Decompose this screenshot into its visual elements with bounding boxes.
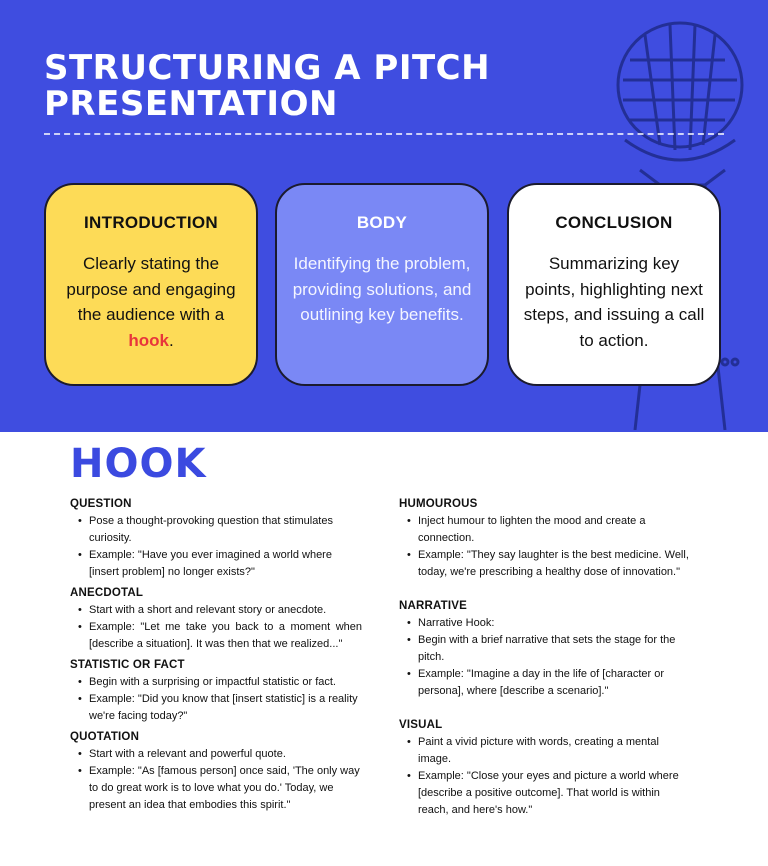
- list-item: Begin with a brief narrative that sets t…: [399, 632, 691, 666]
- list-item: Pose a thought-provoking question that s…: [70, 513, 362, 547]
- section-title: QUESTION: [70, 498, 132, 510]
- page-title-line-2: PRESENTATION: [44, 84, 338, 124]
- body-card-title: BODY: [356, 213, 408, 232]
- header-banner: STRUCTURING A PITCH PRESENTATION INTRODU…: [0, 0, 768, 432]
- section-title: NARRATIVE: [399, 600, 468, 612]
- conclusion-card-text: Summarizing key points, highlighting nex…: [523, 254, 705, 350]
- hook-column-right: HUMOUROUS Inject humour to lighten the m…: [399, 497, 691, 824]
- page-title-line-1: STRUCTURING A PITCH: [44, 48, 491, 88]
- list-item: Example: "Imagine a day in the life of […: [399, 666, 691, 700]
- introduction-card-text: Clearly stating the purpose and engaging…: [60, 251, 242, 353]
- list-item: Example: "They say laughter is the best …: [399, 547, 691, 581]
- list-item: Example: "Let me take you back to a mome…: [70, 619, 362, 653]
- list-item: Start with a short and relevant story or…: [70, 602, 362, 619]
- bullet-list: Inject humour to lighten the mood and cr…: [399, 513, 691, 581]
- section-statistic: STATISTIC OR FACT Begin with a surprisin…: [70, 658, 362, 725]
- list-item: Inject humour to lighten the mood and cr…: [399, 513, 691, 547]
- section-humourous: HUMOUROUS Inject humour to lighten the m…: [399, 497, 691, 581]
- introduction-card-title: INTRODUCTION: [84, 213, 218, 232]
- dashed-divider: [44, 133, 724, 135]
- introduction-card-trailing: .: [168, 330, 174, 350]
- body-card-text: Identifying the problem, providing solut…: [292, 254, 472, 324]
- section-title: STATISTIC OR FACT: [70, 659, 185, 671]
- section-question: QUESTION Pose a thought-provoking questi…: [70, 497, 362, 581]
- page-title: STRUCTURING A PITCH PRESENTATION: [44, 50, 490, 122]
- bullet-list: Pose a thought-provoking question that s…: [70, 513, 362, 581]
- hook-column-left: QUESTION Pose a thought-provoking questi…: [70, 497, 362, 819]
- section-title: QUOTATION: [70, 731, 140, 743]
- introduction-card: INTRODUCTION Clearly stating the purpose…: [44, 183, 258, 386]
- bullet-list: Paint a vivid picture with words, creati…: [399, 734, 691, 819]
- section-visual: VISUAL Paint a vivid picture with words,…: [399, 718, 691, 819]
- hook-section-title: HOOK: [70, 441, 207, 487]
- list-item: Begin with a surprising or impactful sta…: [70, 674, 362, 691]
- list-item: Example: "As [famous person] once said, …: [70, 763, 362, 814]
- section-title: VISUAL: [399, 719, 443, 731]
- section-quotation: QUOTATION Start with a relevant and powe…: [70, 730, 362, 814]
- bullet-list: Narrative Hook: Begin with a brief narra…: [399, 615, 691, 700]
- list-item: Start with a relevant and powerful quote…: [70, 746, 362, 763]
- bullet-list: Start with a relevant and powerful quote…: [70, 746, 362, 814]
- section-title: HUMOUROUS: [399, 498, 478, 510]
- list-item: Example: "Have you ever imagined a world…: [70, 547, 362, 581]
- section-title: ANECDOTAL: [70, 587, 144, 599]
- list-item: Narrative Hook:: [399, 615, 691, 632]
- conclusion-card: CONCLUSION Summarizing key points, highl…: [507, 183, 721, 386]
- list-item: Example: "Did you know that [insert stat…: [70, 691, 362, 725]
- introduction-card-body: Clearly stating the purpose and engaging…: [66, 254, 236, 324]
- bullet-list: Begin with a surprising or impactful sta…: [70, 674, 362, 725]
- body-card: BODY Identifying the problem, providing …: [275, 183, 489, 386]
- list-item: Example: "Close your eyes and picture a …: [399, 768, 691, 819]
- hook-highlight: hook: [128, 330, 169, 350]
- list-item: Paint a vivid picture with words, creati…: [399, 734, 691, 768]
- bullet-list: Start with a short and relevant story or…: [70, 602, 362, 653]
- conclusion-card-title: CONCLUSION: [555, 213, 673, 232]
- section-narrative: NARRATIVE Narrative Hook: Begin with a b…: [399, 599, 691, 700]
- section-anecdotal: ANECDOTAL Start with a short and relevan…: [70, 586, 362, 653]
